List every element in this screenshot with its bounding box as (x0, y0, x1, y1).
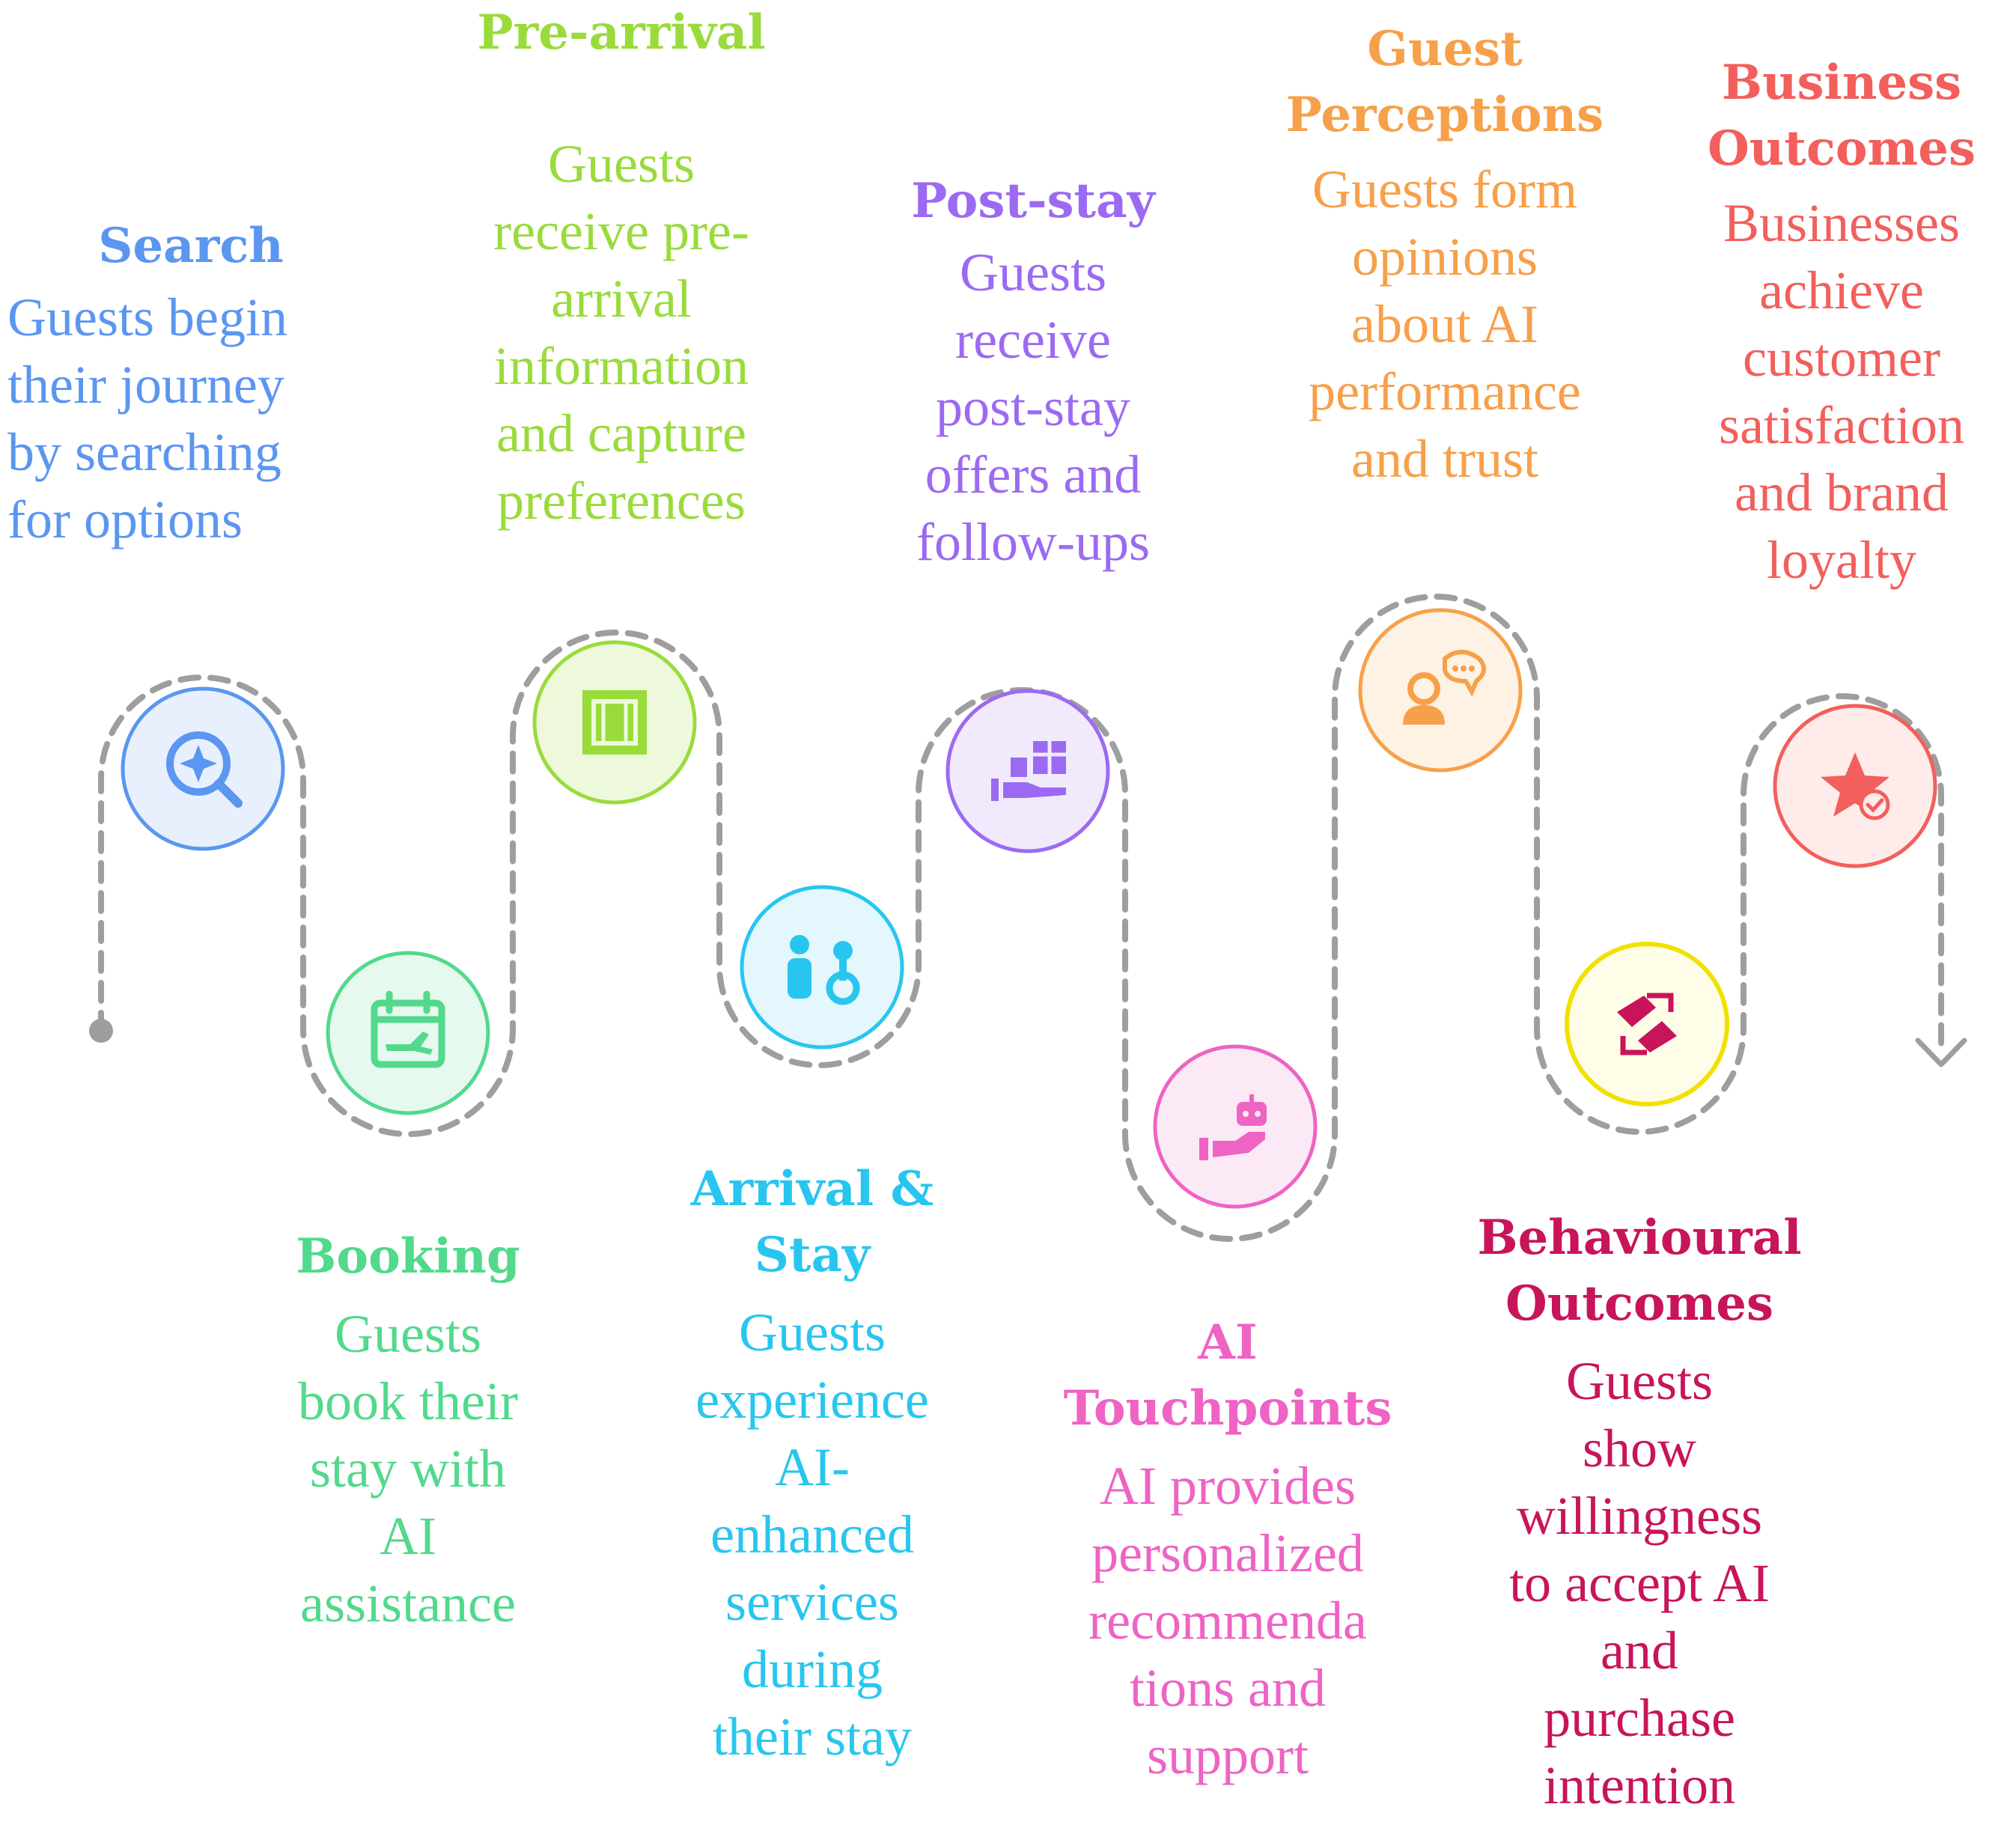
stage-title: Business Outcomes (1708, 55, 1976, 177)
behavioural-outcomes-node-ring (1565, 942, 1729, 1106)
stage-description: Guests begin their journey by searching … (7, 287, 287, 549)
stage-description: Guests show willingness to accept AI and… (1509, 1351, 1770, 1815)
stage-behavioural-outcomes: Behavioural Outcomes Guests show willing… (1452, 1205, 1827, 1819)
gift-hand-icon (991, 741, 1066, 801)
ai-touchpoints-node (1153, 1044, 1318, 1209)
exchange-arrows-icon (1617, 993, 1677, 1055)
stage-description: AI provides personalized recommenda tion… (1088, 1456, 1367, 1785)
stage-pre-arrival: Pre-arrival Guests receive pre- arrival … (434, 0, 808, 534)
stage-guest-perceptions: Guest Perceptions Guests form opinions a… (1258, 16, 1632, 493)
post-stay-node (945, 689, 1110, 853)
stage-ai-touchpoints: AI Touchpoints AI provides personalized … (1033, 1310, 1422, 1789)
stage-title: Search (98, 218, 284, 274)
stage-title: Post-stay (911, 173, 1155, 229)
stage-post-stay: Post-stay Guests receive post-stay offer… (846, 168, 1220, 576)
post-stay-node-ring (945, 689, 1110, 853)
robot-hand-icon (1199, 1094, 1267, 1160)
arrival-stay-node-ring (740, 885, 904, 1049)
stage-search: Search Guests begin their journey by sea… (7, 213, 374, 553)
calendar-flight-icon (371, 990, 445, 1068)
booking-node (326, 951, 490, 1115)
business-outcomes-node (1773, 704, 1937, 868)
stage-description: Businesses achieve customer satisfaction… (1719, 193, 1964, 590)
behavioural-outcomes-node (1565, 942, 1729, 1106)
stage-title: Booking (296, 1228, 520, 1285)
stage-arrival-stay: Arrival & Stay Guests experience AI- enh… (629, 1157, 996, 1770)
stage-booking: Booking Guests book their stay with AI a… (225, 1224, 591, 1637)
stage-title: Pre-arrival (477, 4, 766, 61)
guest-perceptions-node (1358, 608, 1523, 773)
person-speech-icon (1403, 650, 1486, 725)
pre-arrival-node (532, 640, 697, 805)
stage-description: Guests receive pre- arrival information … (493, 134, 749, 531)
arrival-stay-node (740, 885, 904, 1049)
start-dot-icon (89, 1019, 113, 1043)
booking-node-ring (326, 951, 490, 1115)
ai-touchpoints-node-ring (1153, 1044, 1318, 1209)
star-badge-icon (1821, 752, 1890, 820)
stage-description: Guests experience AI- enhanced services … (695, 1303, 929, 1767)
search-sparkle-icon (166, 731, 243, 808)
stage-description: Guests form opinions about AI performanc… (1309, 159, 1581, 489)
person-key-icon (788, 935, 860, 1005)
stage-title: AI Touchpoints (1063, 1314, 1392, 1436)
stage-business-outcomes: Business Outcomes Businesses achieve cus… (1669, 50, 2014, 594)
door-icon (582, 690, 647, 755)
guest-perceptions-node-ring (1358, 608, 1523, 773)
stage-description: Guests receive post-stay offers and foll… (916, 243, 1150, 572)
search-node (121, 686, 285, 851)
arrow-down-icon (1915, 1038, 1967, 1067)
stage-title: Guest Perceptions (1285, 21, 1604, 143)
stage-title: Arrival & Stay (690, 1161, 934, 1283)
stage-description: Guests book their stay with AI assistanc… (298, 1304, 518, 1633)
stage-title: Behavioural Outcomes (1477, 1210, 1802, 1332)
